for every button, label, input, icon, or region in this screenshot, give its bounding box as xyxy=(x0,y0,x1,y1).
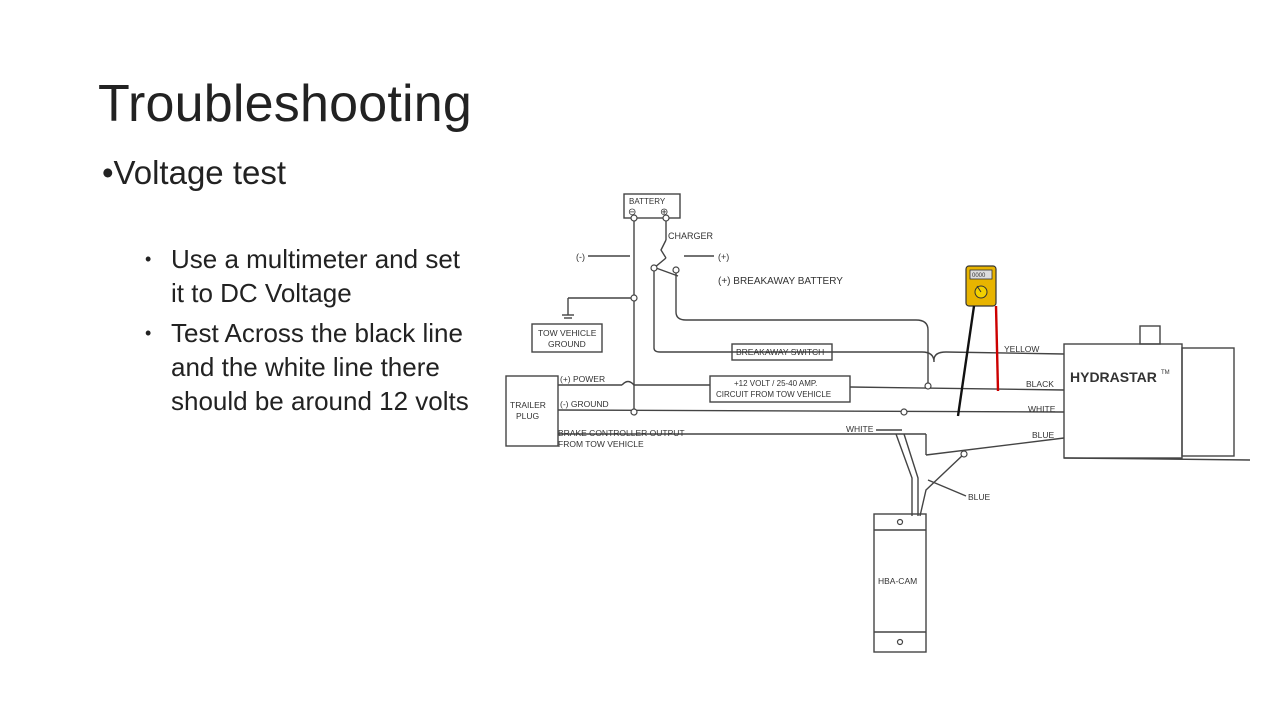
label-battery-pos: ⊕ xyxy=(660,207,668,218)
circuit-box xyxy=(709,375,851,403)
label-breakaway-switch: BREAKAWAY SWITCH xyxy=(736,347,824,357)
label-power: (+) POWER xyxy=(560,374,605,384)
red-probe-lead xyxy=(994,305,1000,392)
breakaway-switch-box xyxy=(731,343,833,361)
subbullet-item: • Test Across the black line and the whit… xyxy=(145,316,475,418)
label-black: BLACK xyxy=(1026,379,1054,389)
trailer-plug-box xyxy=(505,375,559,447)
hydrastar-unit xyxy=(1063,343,1183,459)
bullet-dot-icon: • xyxy=(145,249,152,269)
label-tow-vehicle-ground-2: GROUND xyxy=(548,339,586,349)
label-hydrastar: HYDRASTAR xyxy=(1070,369,1157,385)
tow-vehicle-ground-box xyxy=(531,323,603,353)
label-tow-vehicle-ground-1: TOW VEHICLE xyxy=(538,328,597,338)
label-battery-neg: ⊖ xyxy=(628,207,636,218)
label-blue-lower: BLUE xyxy=(968,492,991,502)
label-tm: TM xyxy=(1161,370,1170,376)
label-brake-output-2: FROM TOW VEHICLE xyxy=(558,439,644,449)
label-charger: CHARGER xyxy=(668,231,714,241)
label-circuit-1: +12 VOLT / 25-40 AMP. xyxy=(734,379,817,388)
label-white: WHITE xyxy=(1028,404,1056,414)
label-blue: BLUE xyxy=(1032,430,1055,440)
bullet-dot-icon: • xyxy=(145,323,152,343)
label-white-arrow: WHITE xyxy=(846,424,874,434)
bullet-voltage-test: •Voltage test xyxy=(102,154,287,191)
multimeter-icon xyxy=(965,265,997,307)
label-brake-output-1: BRAKE CONTROLLER OUTPUT xyxy=(558,428,685,438)
wiring-diagram: BATTERY ⊖ ⊕ CHARGER (-) (+) (+) BREAKAWA… xyxy=(505,193,1251,653)
label-pos: (+) xyxy=(718,252,729,262)
label-meter-display: 0000 xyxy=(972,273,986,279)
hba-cam-box xyxy=(873,513,927,653)
subbullet-item: • Use a multimeter and set it to DC Volta… xyxy=(145,242,475,310)
black-probe-lead xyxy=(956,305,976,417)
label-trailer-plug-2: PLUG xyxy=(516,411,539,421)
label-trailer-plug-1: TRAILER xyxy=(510,400,546,410)
label-breakaway-battery: (+) BREAKAWAY BATTERY xyxy=(718,276,843,287)
subbullet-text: Test Across the black line and the white… xyxy=(171,318,469,416)
label-neg: (-) xyxy=(576,252,585,262)
label-yellow: YELLOW xyxy=(1004,344,1039,354)
subbullet-text: Use a multimeter and set it to DC Voltag… xyxy=(171,244,461,308)
label-ground: (-) GROUND xyxy=(560,399,609,409)
label-hba-cam: HBA-CAM xyxy=(878,576,917,586)
label-circuit-2: CIRCUIT FROM TOW VEHICLE xyxy=(716,390,831,399)
subbullet-list: • Use a multimeter and set it to DC Volta… xyxy=(145,242,475,424)
battery-box xyxy=(623,193,681,219)
label-battery: BATTERY xyxy=(629,197,666,206)
slide-title: Troubleshooting xyxy=(98,75,472,133)
